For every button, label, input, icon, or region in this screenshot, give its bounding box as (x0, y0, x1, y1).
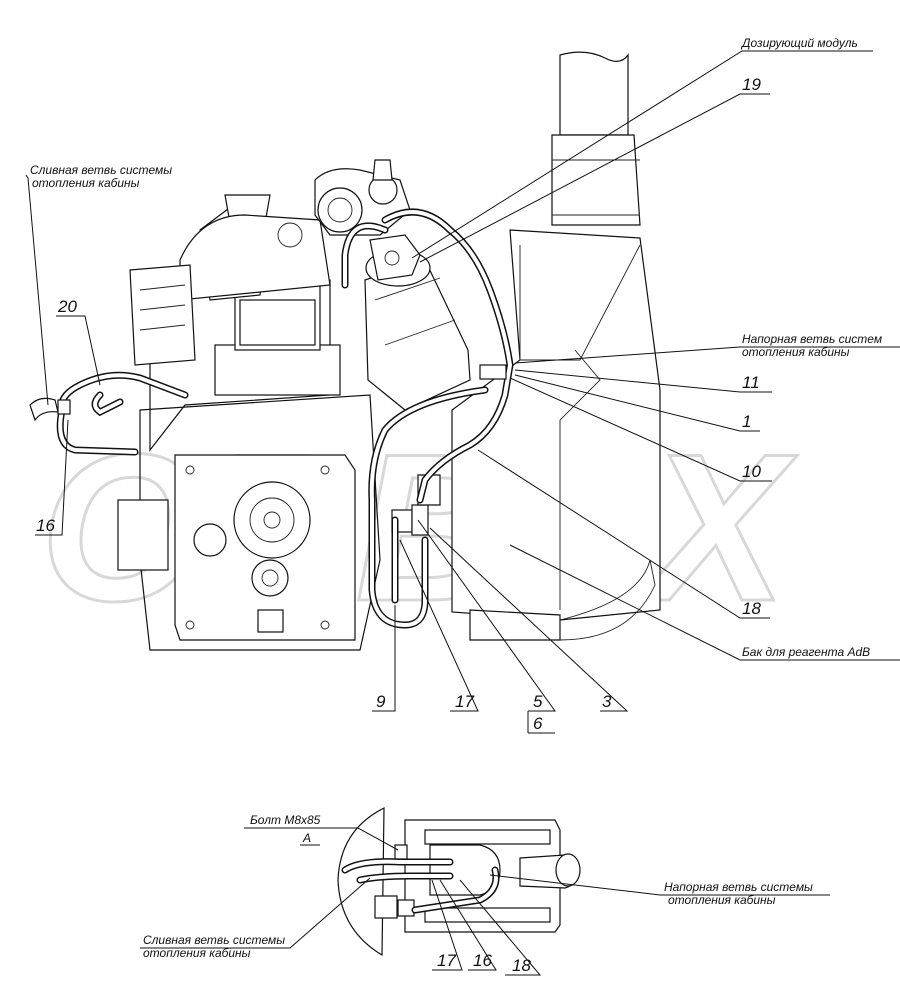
callout-3: 3 (602, 692, 612, 711)
inset-callout-16: 16 (473, 951, 492, 970)
callout-9: 9 (376, 692, 386, 711)
label-pressure-branch-right-line2: отопления кабины (742, 345, 850, 359)
label-view-a: А (302, 831, 311, 845)
callout-16: 16 (36, 516, 55, 535)
exhaust-pipe (559, 51, 629, 136)
reagent-tank (451, 229, 661, 621)
callout-19: 19 (742, 75, 761, 94)
exhaust-muffler-top (551, 134, 641, 226)
inset-view-a (140, 807, 830, 976)
callout-1: 1 (742, 412, 751, 431)
callout-5: 5 (533, 692, 543, 711)
inset-callout-18: 18 (512, 956, 531, 975)
label-pressure-branch-right-line1: Напорная ветвь систем (742, 332, 882, 346)
leader-lines (25, 50, 900, 734)
label-dosing-module: Дозирующий модуль (740, 36, 858, 50)
label-pressure-branch-inset-line2: отопления кабины (668, 893, 776, 907)
dosing-module (369, 234, 421, 281)
callout-10: 10 (742, 462, 761, 481)
label-bolt: Болт М8х85 (250, 813, 321, 827)
label-drain-branch-inset-line1: Сливная ветвь системы (143, 933, 285, 947)
label-pressure-branch-inset-line1: Напорная ветвь системы (664, 880, 813, 894)
label-drain-branch-inset-line2: отопления кабины (143, 946, 251, 960)
label-reagent-tank: Бак для реагента AdB (742, 645, 870, 659)
label-drain-branch-top-line2: отопления кабины (32, 176, 140, 190)
inset-tank-bracket (404, 819, 561, 933)
inset-callout-17: 17 (437, 951, 456, 970)
callout-18: 18 (742, 599, 761, 618)
callout-6: 6 (533, 714, 543, 733)
callout-20: 20 (57, 297, 77, 316)
label-drain-branch-top-line1: Сливная ветвь системы (30, 163, 172, 177)
callout-11: 11 (742, 373, 760, 392)
callout-17: 17 (455, 692, 474, 711)
engine-main-view (29, 51, 661, 651)
